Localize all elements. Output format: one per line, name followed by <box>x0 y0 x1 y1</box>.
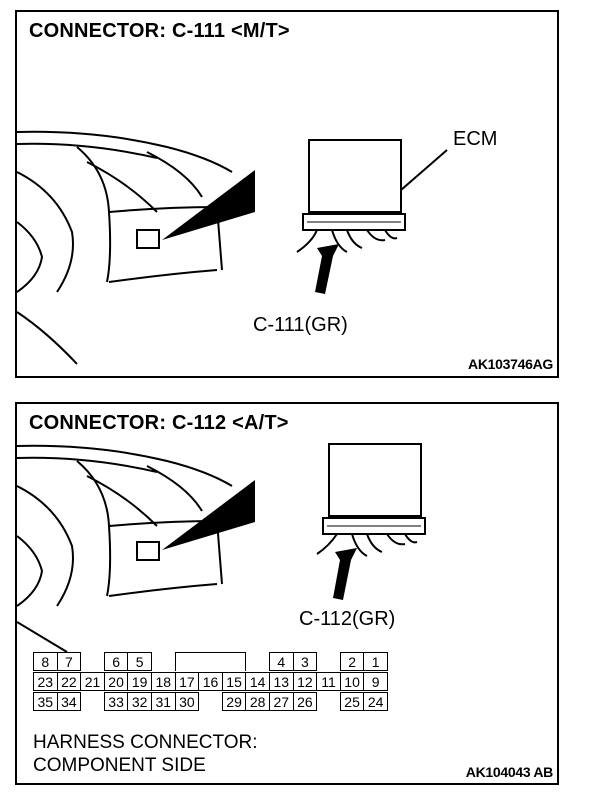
figure-code: AK104043 AB <box>465 764 554 780</box>
connector-c111-panel: CONNECTOR: C-111 <M/T> <box>15 10 559 378</box>
pin-cell: 16 <box>198 672 223 691</box>
dashboard-ecm-illustration <box>17 130 448 365</box>
pin-cell: 25 <box>339 692 365 711</box>
pin-cell: 1 <box>363 652 388 671</box>
pin-cell: 30 <box>174 692 200 711</box>
pin-cell: 14 <box>245 672 270 691</box>
pin-cell: 7 <box>56 652 82 671</box>
panel-title: CONNECTOR: C-111 <M/T> <box>29 20 290 42</box>
harness-connector-note: HARNESS CONNECTOR: <box>33 732 258 753</box>
figure-code: AK103746AG <box>468 356 553 372</box>
pin-cell: 29 <box>221 692 247 711</box>
pin-cell: 24 <box>363 692 388 711</box>
pin-cell: 35 <box>33 692 58 711</box>
panel-title: CONNECTOR: C-112 <A/T> <box>29 412 289 434</box>
pin-cell: 33 <box>103 692 129 711</box>
pin-cell: 12 <box>292 672 318 691</box>
pin-cell: 19 <box>127 672 152 691</box>
pin-cell: 3 <box>292 652 318 671</box>
pin-cell: 34 <box>56 692 82 711</box>
pin-cell: 11 <box>316 672 341 691</box>
pin-cell: 10 <box>339 672 365 691</box>
pin-cell: 23 <box>33 672 58 691</box>
connector-label: C-112(GR) <box>299 608 396 630</box>
pin-cell: 5 <box>127 652 152 671</box>
pin-cell: 17 <box>174 672 200 691</box>
pin-cell: 6 <box>103 652 129 671</box>
pin-cell: 15 <box>221 672 247 691</box>
pin-cell: 2 <box>339 652 365 671</box>
pin-cell: 20 <box>103 672 129 691</box>
pin-cell: 32 <box>127 692 152 711</box>
pin-cell: 8 <box>33 652 58 671</box>
pin-cell: 31 <box>151 692 176 711</box>
component-side-note: COMPONENT SIDE <box>33 755 206 776</box>
pin-cell: 27 <box>269 692 294 711</box>
ecm-label: ECM <box>453 128 498 150</box>
connector-c112-panel: CONNECTOR: C-112 <A/T> <box>15 402 559 785</box>
pin-cell-empty <box>174 652 247 671</box>
pin-cell: 28 <box>245 692 270 711</box>
pin-cell: 13 <box>269 672 294 691</box>
dashboard-ecm-illustration <box>17 443 426 653</box>
pin-cell: 21 <box>80 672 105 691</box>
pin-cell: 26 <box>292 692 318 711</box>
pin-cell: 22 <box>56 672 82 691</box>
pin-cell: 9 <box>363 672 388 691</box>
pin-cell: 4 <box>269 652 294 671</box>
pin-cell: 18 <box>151 672 176 691</box>
connector-label: C-111(GR) <box>253 314 348 336</box>
